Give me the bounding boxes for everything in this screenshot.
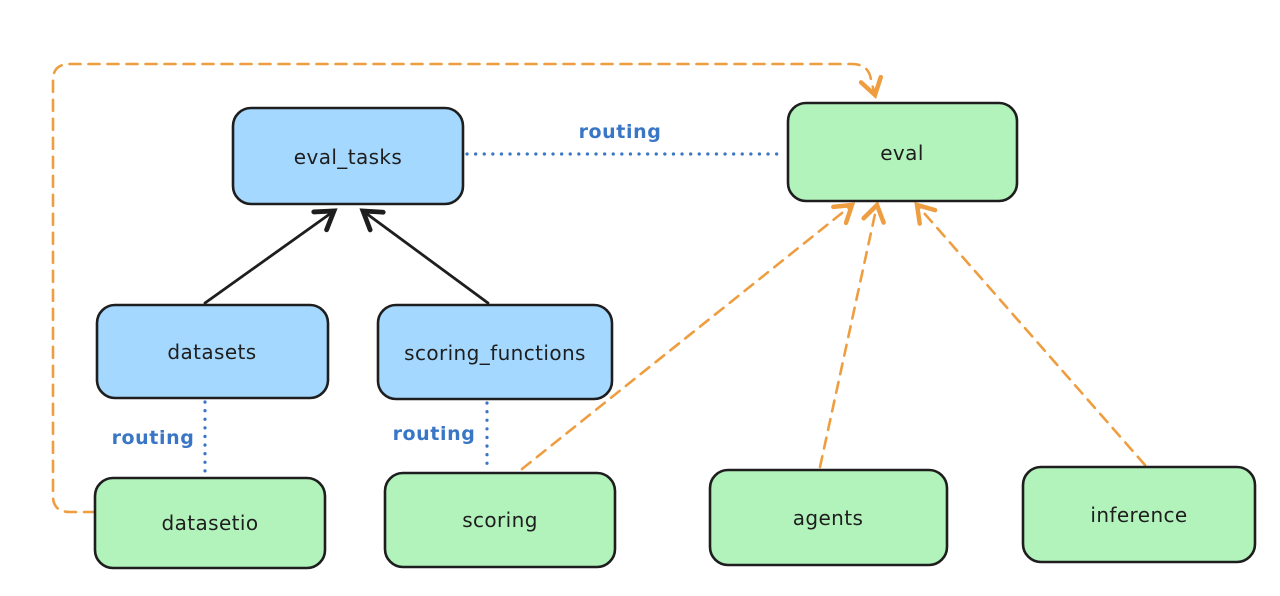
node-eval-tasks-label: eval_tasks — [294, 145, 402, 169]
node-datasetio-box — [93, 476, 327, 570]
node-datasetio: datasetio — [93, 476, 327, 570]
node-inference-box — [1021, 465, 1257, 564]
node-datasets: datasets — [95, 303, 330, 400]
edge-scoring-to-eval — [520, 202, 856, 471]
edge-datasets-to-eval-tasks — [203, 208, 338, 305]
node-eval: eval — [786, 101, 1019, 203]
node-agents-box — [708, 468, 949, 567]
node-scoring-box — [383, 471, 617, 569]
node-inference: inference — [1021, 465, 1257, 564]
node-agents-label: agents — [793, 506, 864, 530]
routing-label-datasetio: routing — [112, 427, 195, 449]
node-scoring: scoring — [383, 471, 617, 569]
node-datasetio-label: datasetio — [161, 511, 258, 535]
node-scoring-functions: scoring_functions — [376, 303, 614, 401]
node-eval-label: eval — [880, 141, 924, 165]
node-datasets-box — [95, 303, 330, 400]
node-scoring-label: scoring — [462, 508, 538, 532]
edge-agents-to-eval — [818, 200, 886, 469]
node-agents: agents — [708, 468, 949, 567]
node-eval-tasks: eval_tasks — [231, 106, 465, 206]
edge-inference-to-eval — [914, 201, 1147, 467]
node-eval-tasks-box — [231, 106, 465, 206]
edge-scoring-functions-to-eval-tasks — [359, 208, 490, 305]
node-datasets-label: datasets — [167, 340, 256, 364]
routing-label-eval: routing — [579, 121, 662, 143]
node-inference-label: inference — [1090, 503, 1187, 527]
node-scoring-functions-box — [376, 303, 614, 401]
node-scoring-functions-label: scoring_functions — [404, 341, 586, 365]
node-eval-box — [786, 101, 1019, 203]
routing-label-scoring: routing — [393, 423, 476, 445]
edge-datasetio-to-eval — [51, 62, 884, 514]
